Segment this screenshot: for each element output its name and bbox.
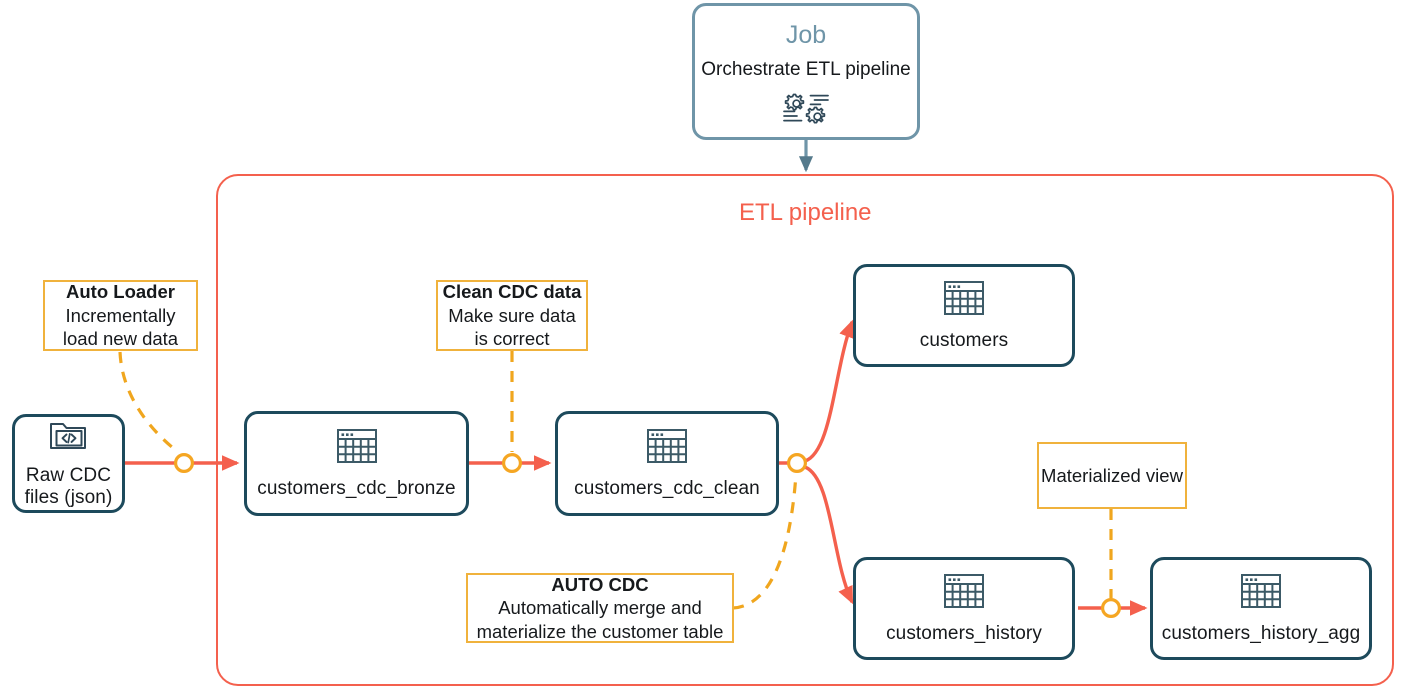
node-label-raw-line2: files (json) bbox=[24, 487, 113, 508]
table-icon bbox=[942, 572, 986, 615]
note-auto-cdc-line1: Automatically merge and bbox=[498, 597, 702, 619]
folder-code-icon bbox=[48, 418, 90, 457]
leader-autoloader bbox=[118, 351, 179, 454]
table-icon bbox=[942, 279, 986, 322]
note-auto-cdc[interactable]: AUTO CDC Automatically merge and materia… bbox=[466, 573, 734, 643]
node-raw-cdc-files[interactable]: Raw CDC files (json) bbox=[12, 414, 125, 513]
note-clean-cdc-title: Clean CDC data bbox=[442, 281, 582, 303]
connector-dot-autoloader bbox=[174, 453, 195, 474]
node-label-customers: customers bbox=[919, 330, 1009, 352]
node-label-customers-cdc-clean: customers_cdc_clean bbox=[574, 478, 760, 500]
note-auto-loader-line2: load new data bbox=[62, 328, 179, 350]
note-auto-loader[interactable]: Auto Loader Incrementally load new data bbox=[43, 280, 198, 351]
table-icon bbox=[335, 427, 379, 470]
node-label-customers-history: customers_history bbox=[886, 623, 1042, 645]
note-clean-cdc-line2: is correct bbox=[474, 328, 550, 350]
note-clean-cdc-line1: Make sure data bbox=[448, 304, 576, 326]
pipeline-title: ETL pipeline bbox=[739, 199, 872, 226]
table-icon bbox=[645, 427, 689, 470]
job-subtitle: Orchestrate ETL pipeline bbox=[701, 58, 911, 80]
gears-icon bbox=[781, 89, 831, 134]
node-label-customers-cdc-bronze: customers_cdc_bronze bbox=[257, 478, 456, 500]
node-label-raw-line1: Raw CDC bbox=[25, 465, 112, 487]
note-auto-loader-title: Auto Loader bbox=[66, 281, 175, 303]
job-box[interactable]: Job Orchestrate ETL pipeline bbox=[692, 3, 920, 140]
node-customers[interactable]: customers bbox=[853, 264, 1075, 367]
node-customers-history-agg[interactable]: customers_history_agg bbox=[1150, 557, 1372, 660]
note-materialized-view[interactable]: Materialized view bbox=[1037, 442, 1187, 509]
note-materialized-view-label: Materialized view bbox=[1041, 464, 1183, 486]
etl-pipeline-container bbox=[216, 174, 1394, 686]
table-icon bbox=[1239, 572, 1283, 615]
node-customers-cdc-clean[interactable]: customers_cdc_clean bbox=[555, 411, 779, 516]
node-customers-history[interactable]: customers_history bbox=[853, 557, 1075, 660]
node-customers-cdc-bronze[interactable]: customers_cdc_bronze bbox=[244, 411, 469, 516]
note-auto-cdc-line2: materialize the customer table bbox=[476, 620, 724, 642]
note-auto-loader-line1: Incrementally bbox=[65, 304, 176, 326]
node-label-customers-history-agg: customers_history_agg bbox=[1161, 623, 1361, 645]
note-clean-cdc-data[interactable]: Clean CDC data Make sure data is correct bbox=[436, 280, 588, 351]
job-title: Job bbox=[785, 21, 827, 49]
note-auto-cdc-title: AUTO CDC bbox=[551, 573, 649, 595]
